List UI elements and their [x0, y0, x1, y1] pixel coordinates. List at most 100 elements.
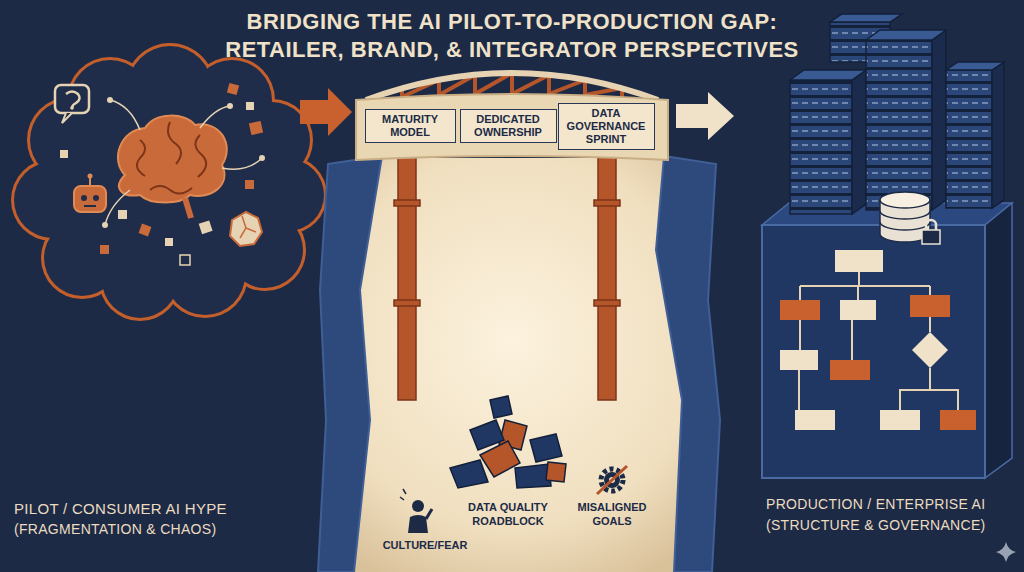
- art-part: [227, 103, 233, 109]
- art-part: [168, 122, 181, 164]
- art-part: [510, 73, 514, 94]
- obstacle-label: CULTURE/FEAR: [370, 538, 480, 552]
- chasm: [318, 156, 720, 572]
- art-part: [139, 224, 152, 237]
- cream-arrow: [676, 92, 734, 140]
- art-part: [400, 489, 406, 500]
- obstacle-label: DATA QUALITY ROADBLOCK: [458, 500, 558, 528]
- art-part: [795, 410, 835, 430]
- art-part: [597, 466, 627, 494]
- art-part: [835, 250, 883, 272]
- art-part: [598, 156, 616, 400]
- art-part: [240, 216, 256, 238]
- art-part: [515, 464, 551, 488]
- art-part: [852, 70, 866, 214]
- art-part: [780, 300, 820, 320]
- art-part: [318, 156, 382, 572]
- art-part: [230, 212, 262, 246]
- art-part: [88, 174, 93, 179]
- art-part: [100, 245, 109, 254]
- art-part: [246, 102, 254, 110]
- art-part: [992, 62, 1004, 208]
- art-part: [81, 195, 87, 201]
- robot-icon: [74, 174, 106, 213]
- art-part: [137, 140, 145, 176]
- art-part: [102, 97, 265, 228]
- art-part: [89, 178, 91, 186]
- chaos-cloud: [11, 43, 327, 321]
- fear-icon: [400, 489, 432, 533]
- art-part: [880, 211, 930, 230]
- panel-label: MATURITY MODEL: [370, 113, 451, 139]
- art-part: [912, 332, 948, 368]
- art-part: [880, 192, 930, 208]
- art-part: [880, 410, 920, 430]
- art-part: [394, 200, 420, 206]
- art-part: [866, 40, 932, 210]
- gear-icon: [597, 466, 627, 494]
- art-part: [84, 205, 96, 207]
- bridge-panel: MATURITY MODEL: [365, 109, 456, 143]
- art-part: [180, 255, 190, 265]
- art-part: [922, 230, 940, 244]
- art-part: [195, 135, 206, 177]
- art-part: [259, 155, 265, 161]
- art-part: [762, 225, 985, 478]
- art-part: [165, 238, 173, 246]
- art-part: [107, 97, 113, 103]
- sparkle-watermark: [996, 542, 1016, 562]
- art-part: [60, 150, 68, 158]
- art-part: [830, 360, 870, 380]
- rubble: [450, 396, 566, 488]
- art-part: [790, 70, 866, 80]
- art-part: [450, 460, 488, 488]
- art-part: [137, 122, 206, 194]
- art-part: [799, 317, 958, 410]
- bridge-panel: DATA GOVERNANCE SPRINT: [558, 103, 655, 150]
- art-part: [946, 70, 992, 208]
- art-part: [55, 102, 285, 278]
- art-part: [62, 113, 72, 123]
- art-part: [530, 434, 562, 462]
- art-part: [549, 80, 585, 94]
- bridge-pillars: [394, 156, 620, 400]
- region-label: PRODUCTION / ENTERPRISE AI: [766, 496, 1018, 513]
- art-part: [105, 100, 262, 225]
- art-part: [55, 85, 89, 113]
- art-part: [512, 75, 549, 94]
- server-cube: [762, 14, 1012, 478]
- art-part: [840, 300, 876, 320]
- art-part: [200, 106, 230, 128]
- region-label: (FRAGMENTATION & CHAOS): [14, 521, 334, 538]
- art-part: [790, 14, 1004, 214]
- art-part: [946, 62, 1004, 70]
- art-part: [394, 300, 420, 306]
- region-label: PILOT / CONSUMER AI HYPE: [14, 500, 334, 518]
- art-part: [70, 106, 74, 110]
- art-part: [594, 300, 620, 306]
- art-part: [118, 116, 227, 203]
- art-part: [398, 156, 416, 400]
- art-part: [830, 14, 902, 22]
- art-part: [118, 210, 127, 219]
- diagram-title: BRIDGING THE AI PILOT-TO-PRODUCTION GAP:…: [202, 8, 822, 64]
- panel-label: DEDICATED OWNERSHIP: [465, 113, 552, 139]
- art-part: [74, 186, 106, 212]
- art-part: [985, 203, 1012, 478]
- art-part: [105, 190, 130, 225]
- art-part: [222, 158, 262, 169]
- art-part: [932, 30, 946, 210]
- art-part: [249, 121, 263, 135]
- art-part: [245, 180, 254, 189]
- art-part: [11, 43, 327, 321]
- art-part: [790, 80, 852, 214]
- art-part: [426, 509, 432, 519]
- art-part: [93, 195, 99, 201]
- art-part: [150, 186, 192, 194]
- art-part: [546, 462, 566, 482]
- art-part: [940, 410, 976, 430]
- art-part: [866, 30, 946, 40]
- art-part: [799, 272, 958, 410]
